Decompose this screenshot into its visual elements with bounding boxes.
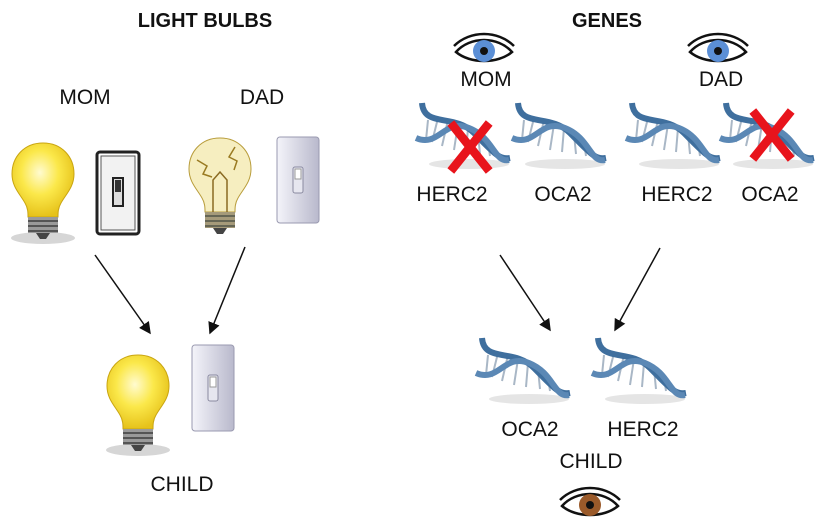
broken-bulb-icon bbox=[185, 135, 255, 240]
gene-label: HERC2 bbox=[416, 183, 488, 206]
light-bulbs-title: LIGHT BULBS bbox=[137, 10, 273, 32]
lit-bulb-icon bbox=[103, 352, 173, 457]
genes-title: GENES bbox=[571, 10, 643, 32]
blue-eye-icon bbox=[452, 32, 516, 66]
dad-label: DAD bbox=[239, 86, 285, 109]
light-switch-icon bbox=[190, 340, 236, 436]
arrow-dad-to-child-genes bbox=[614, 247, 661, 332]
mom-label: MOM bbox=[59, 86, 111, 109]
lit-bulb-icon bbox=[8, 140, 78, 245]
arrow-mom-to-child-bulb bbox=[94, 254, 151, 335]
brown-eye-icon bbox=[558, 486, 622, 520]
dna-icon bbox=[624, 98, 724, 173]
child-label: CHILD bbox=[150, 473, 214, 496]
light-switch-icon bbox=[95, 150, 141, 236]
gene-label: OCA2 bbox=[501, 418, 559, 441]
light-switch-icon bbox=[275, 135, 321, 225]
gene-label: OCA2 bbox=[534, 183, 592, 206]
gene-label: HERC2 bbox=[607, 418, 679, 441]
arrow-dad-to-child-bulb bbox=[208, 246, 246, 335]
mom-label: MOM bbox=[460, 68, 512, 91]
dad-label: DAD bbox=[698, 68, 744, 91]
dna-icon bbox=[474, 333, 574, 408]
cross-mark-icon bbox=[748, 106, 796, 164]
cross-mark-icon bbox=[446, 118, 494, 176]
dna-icon bbox=[510, 98, 610, 173]
child-label: CHILD bbox=[559, 450, 623, 473]
arrow-mom-to-child-genes bbox=[499, 254, 551, 332]
gene-label: HERC2 bbox=[641, 183, 713, 206]
dna-icon bbox=[590, 333, 690, 408]
gene-label: OCA2 bbox=[741, 183, 799, 206]
blue-eye-icon bbox=[686, 32, 750, 66]
